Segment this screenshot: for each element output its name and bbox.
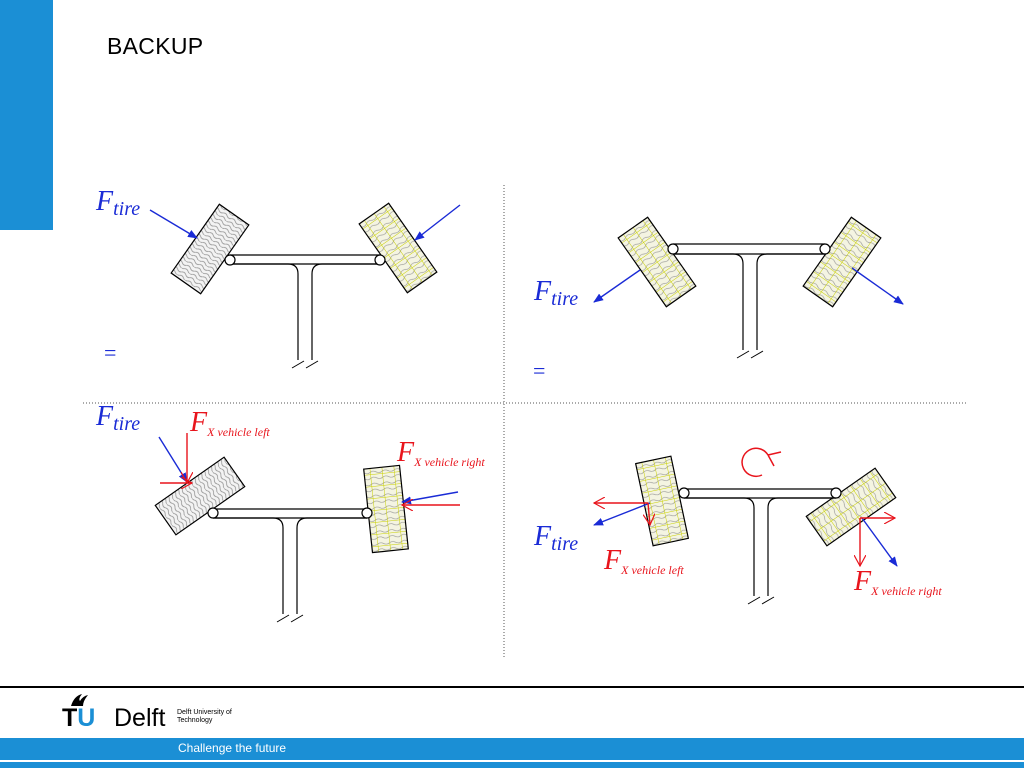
tire-right — [805, 467, 897, 547]
page-title: BACKUP — [107, 33, 204, 59]
force-arrow-tire-right — [861, 517, 898, 567]
tire-right — [802, 216, 882, 308]
steering-force-diagram: Ftire = Ftire = Ftire FX — [83, 185, 968, 658]
label-f-x-vehicle-right: FX vehicle right — [853, 566, 942, 598]
force-arrow-x-left-lateral — [648, 502, 650, 525]
tagline: Challenge the future — [178, 741, 287, 755]
tu-delft-logo: TU Delft Delft University of Technology — [62, 692, 232, 737]
label-f-x-vehicle-left: FX vehicle left — [189, 407, 270, 439]
force-arrow-tire-right — [401, 491, 459, 505]
footer-band-bottom — [0, 762, 1024, 768]
force-arrow-tire-left — [158, 436, 188, 483]
logo-subtitle: Delft University of Technology — [177, 709, 232, 724]
quadrant-bottom-left: Ftire FX vehicle left FX vehicle right — [95, 401, 485, 623]
force-arrow-tire-right — [851, 267, 904, 305]
left-accent-bar — [0, 0, 53, 230]
quadrant-top-left: Ftire = — [95, 186, 461, 369]
label-f-tire: Ftire — [533, 276, 578, 310]
tire-left — [617, 216, 697, 308]
tire-left — [154, 456, 246, 536]
force-arrow-tire-left — [593, 269, 641, 303]
equals-sign: = — [104, 340, 116, 365]
flame-icon — [71, 694, 88, 706]
label-f-tire: Ftire — [95, 401, 140, 435]
equals-sign: = — [533, 358, 545, 383]
quadrant-bottom-right: Ftire FX vehicle left FX vehicle right — [533, 447, 942, 605]
force-arrow-tire-left — [593, 502, 651, 526]
quadrant-top-right: Ftire = — [533, 216, 904, 383]
footer-divider — [0, 686, 1024, 688]
tire-right — [358, 202, 438, 294]
label-f-tire: Ftire — [533, 521, 578, 555]
rotation-arrow-icon — [741, 447, 769, 478]
logo-tu: TU — [62, 704, 96, 732]
footer-band — [0, 738, 1024, 760]
label-f-x-vehicle-left: FX vehicle left — [603, 545, 684, 577]
logo-delft: Delft — [114, 704, 166, 732]
label-f-x-vehicle-right: FX vehicle right — [396, 437, 485, 469]
force-arrow-tire-left — [149, 209, 198, 239]
tire-left — [170, 203, 250, 295]
force-arrow-tire-right — [414, 204, 461, 241]
tire-left — [634, 455, 690, 547]
label-f-tire: Ftire — [95, 186, 140, 220]
